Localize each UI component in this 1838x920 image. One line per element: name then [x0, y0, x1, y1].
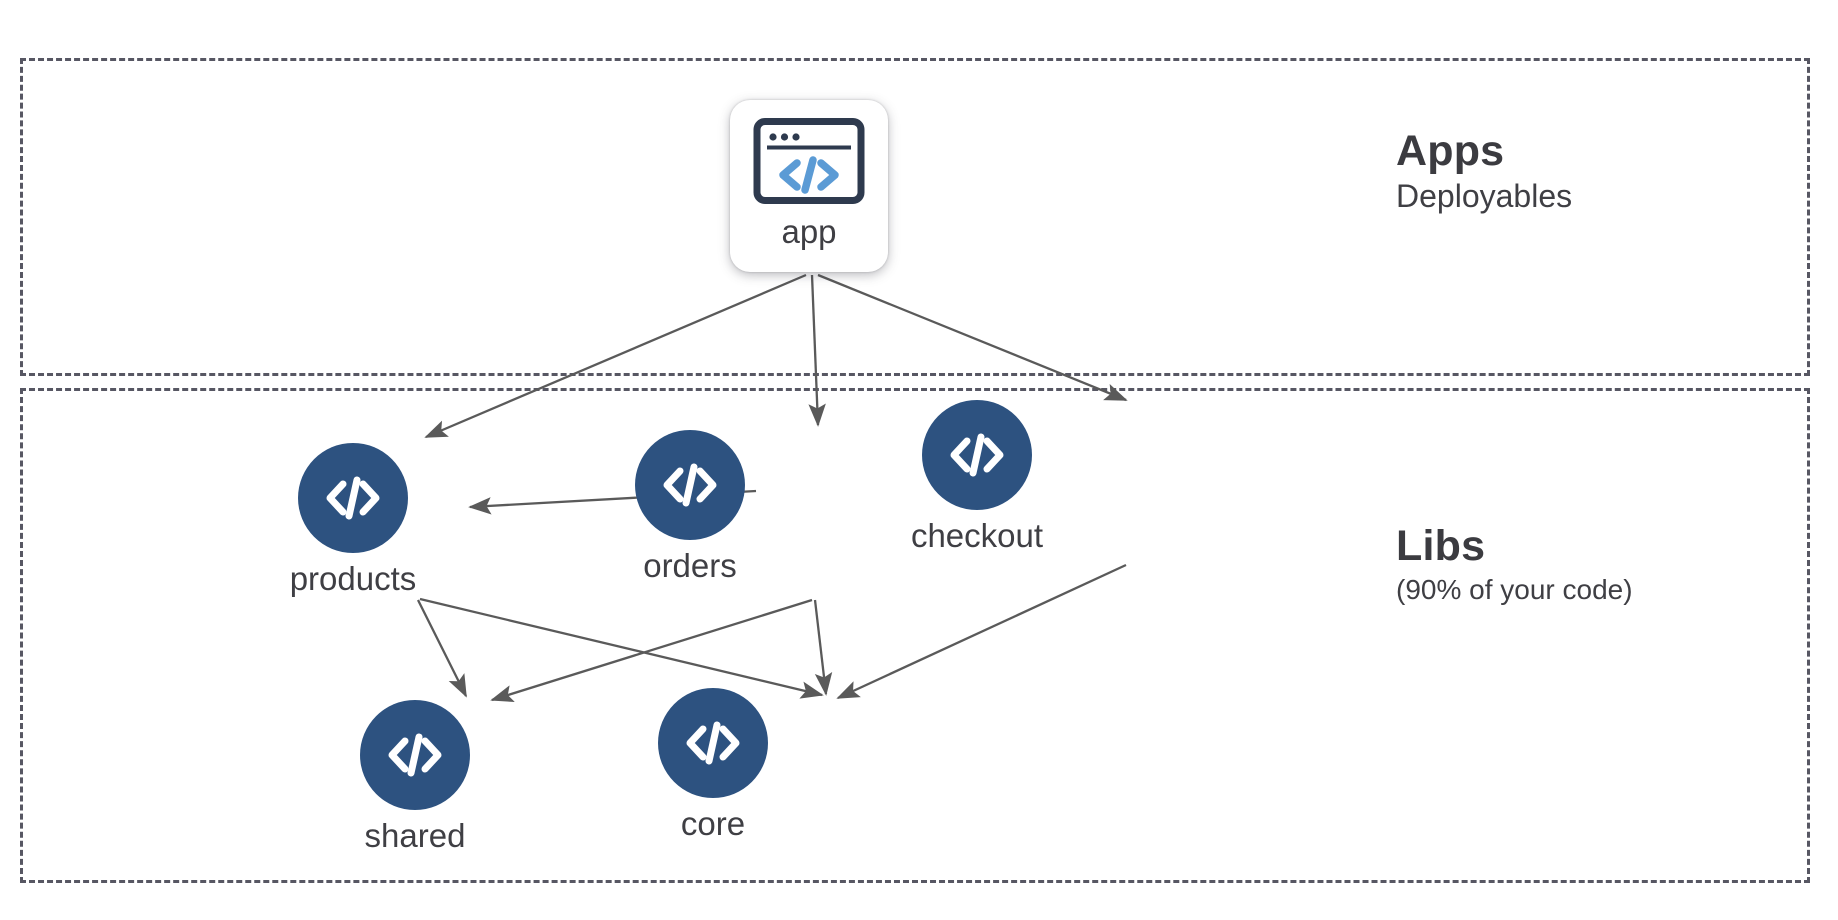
code-glyph-icon [922, 400, 1032, 510]
node-app[interactable]: app [730, 100, 888, 272]
node-app-label: app [781, 213, 837, 250]
node-orders-label: orders [643, 547, 737, 584]
node-orders[interactable]: orders [595, 430, 785, 582]
node-checkout-label: checkout [910, 517, 1044, 554]
node-core[interactable]: core [618, 688, 808, 840]
node-checkout[interactable]: checkout [872, 400, 1082, 552]
zone-apps-caption: Apps Deployables [1396, 128, 1572, 216]
zone-apps [20, 58, 1810, 376]
node-products-label: products [289, 560, 417, 597]
node-shared-label: shared [364, 817, 466, 854]
zone-libs-subtitle: (90% of your code) [1396, 574, 1633, 606]
code-glyph-icon [658, 688, 768, 798]
zone-libs-title: Libs [1396, 522, 1486, 570]
code-glyph-icon [298, 443, 408, 553]
code-glyph-icon [635, 430, 745, 540]
node-core-label: core [680, 805, 746, 842]
browser-window-code-icon [753, 118, 865, 204]
code-glyph-icon [360, 700, 470, 810]
zone-apps-title: Apps [1396, 127, 1505, 175]
node-shared[interactable]: shared [320, 700, 510, 852]
node-products[interactable]: products [258, 443, 448, 595]
zone-apps-subtitle: Deployables [1396, 178, 1573, 215]
zone-libs-caption: Libs (90% of your code) [1396, 523, 1633, 606]
